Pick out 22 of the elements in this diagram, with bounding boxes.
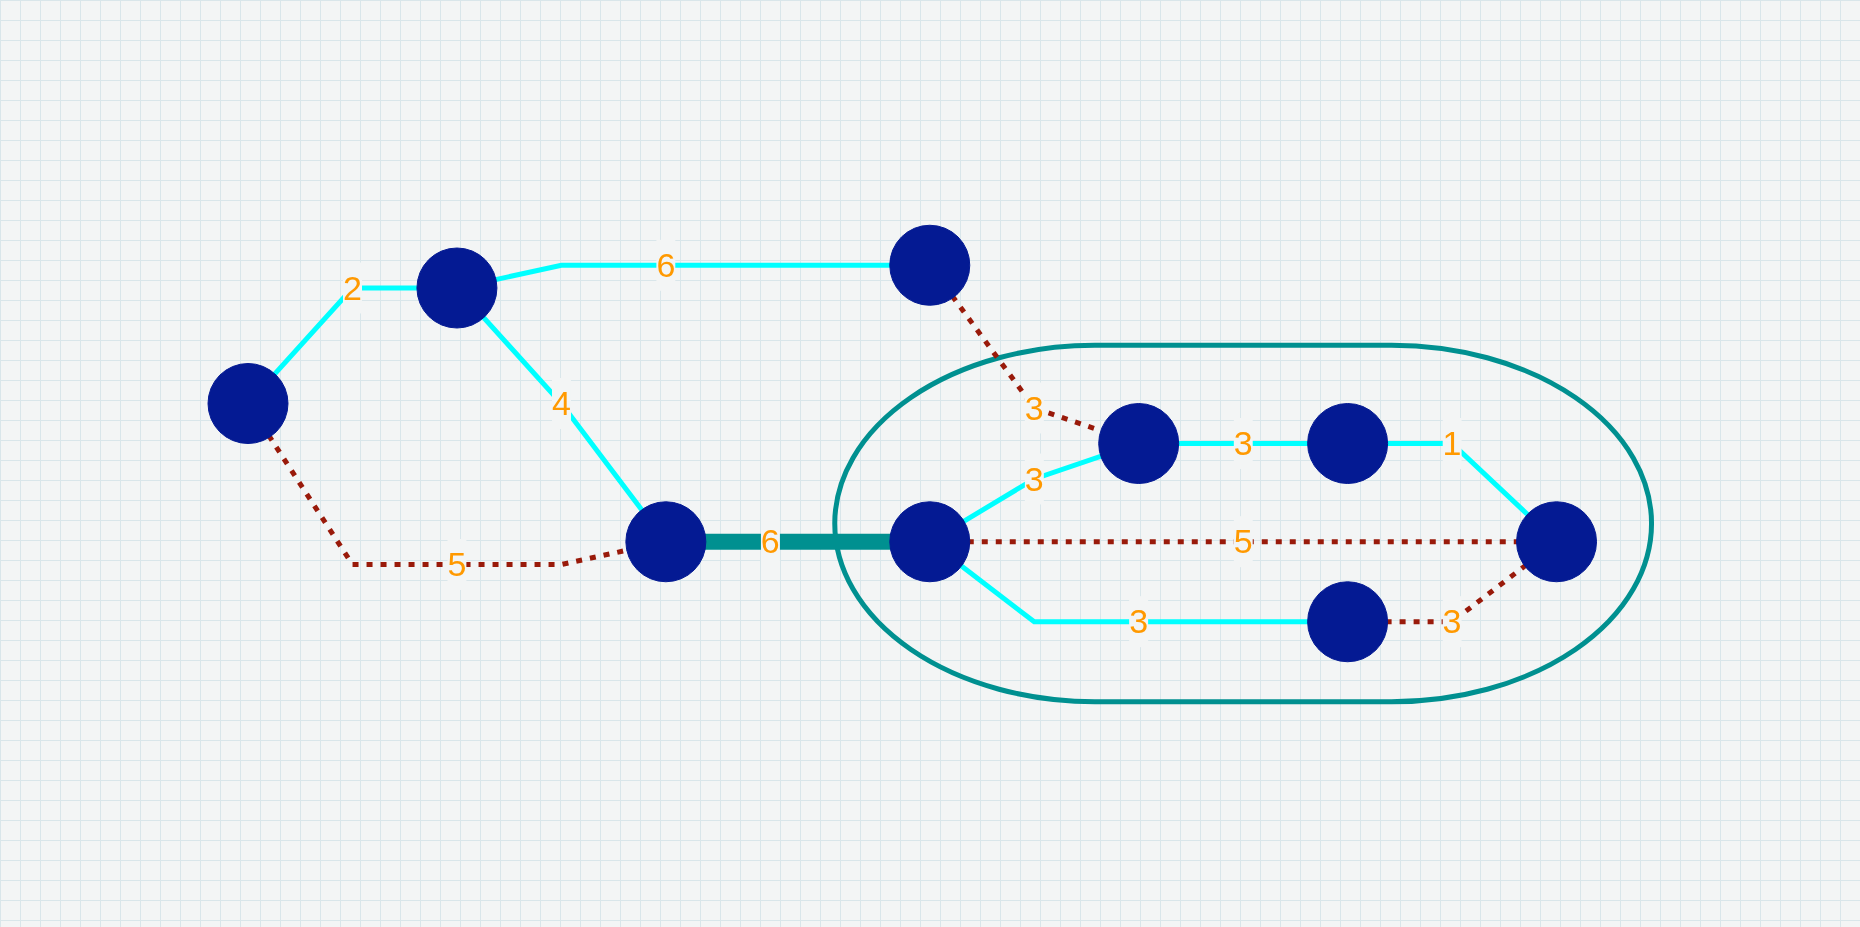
node-circle	[1516, 501, 1598, 583]
edge-label: 3	[1233, 424, 1253, 462]
edge-label: 5	[1233, 522, 1253, 561]
edge-label: 6	[656, 245, 676, 284]
node-circle	[1307, 581, 1389, 663]
node-circle	[1098, 403, 1180, 484]
node-circle	[416, 247, 498, 329]
edge-label: 6	[761, 522, 780, 561]
edge-label: 3	[1025, 459, 1044, 498]
node-circle	[889, 501, 971, 583]
edge-label: 3	[1025, 388, 1044, 427]
edge-label: 1	[1442, 424, 1462, 462]
edge-label: 3	[1129, 602, 1149, 641]
edge-label: 3	[1442, 602, 1462, 641]
edge-label: 5	[447, 545, 467, 583]
node-circle	[207, 363, 289, 444]
node-circle	[1307, 403, 1389, 484]
edge-label: 2	[343, 268, 363, 307]
node-circle	[625, 501, 707, 583]
cluster	[832, 342, 1655, 705]
edge-label: 4	[552, 384, 572, 422]
node-circle	[889, 224, 971, 306]
